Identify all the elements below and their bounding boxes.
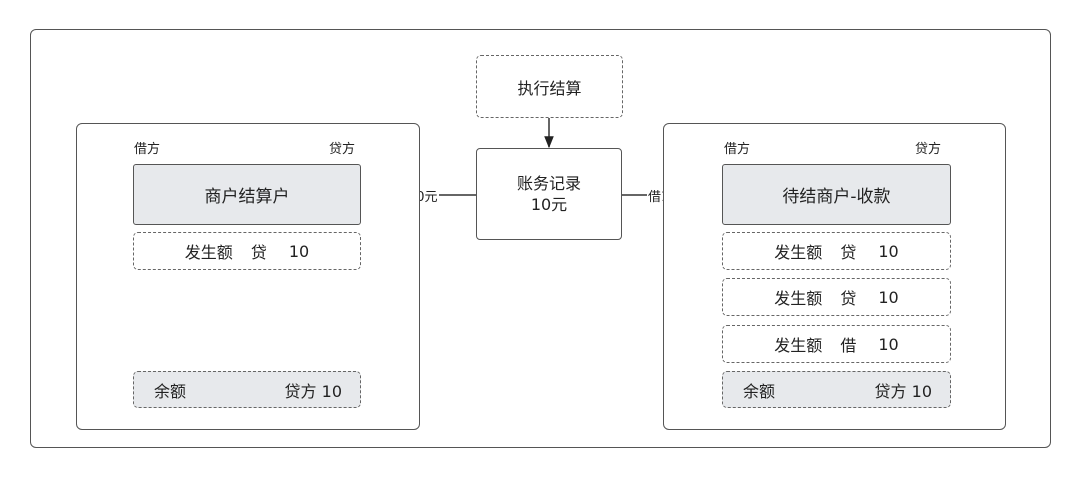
balance-value: 贷方 10 <box>284 381 342 401</box>
left-credit-label: 贷方 <box>329 142 356 157</box>
right-entry-row: 发生额 贷 10 <box>722 232 951 270</box>
balance-label: 余额 <box>154 381 187 401</box>
accounting-record-node: 账务记录 10元 <box>476 148 622 240</box>
entry-amount: 10 <box>878 287 899 307</box>
right-entry-row: 发生额 贷 10 <box>722 278 951 316</box>
entry-label: 发生额 <box>774 243 823 262</box>
right-entry-row: 发生额 借 10 <box>722 325 951 363</box>
diagram-frame <box>30 29 1051 448</box>
record-title: 账务记录 <box>516 174 581 193</box>
entry-label: 发生额 <box>774 336 823 355</box>
entry-label: 发生额 <box>774 289 823 308</box>
right-account-name: 待结商户-收款 <box>782 187 891 207</box>
entry-side: 借 <box>840 336 857 355</box>
entry-side: 贷 <box>840 289 857 308</box>
balance-label: 余额 <box>743 381 776 401</box>
entry-amount: 10 <box>878 334 899 354</box>
entry-label: 发生额 <box>184 243 233 262</box>
entry-side: 贷 <box>840 243 857 262</box>
execute-settlement-node: 执行结算 <box>476 55 623 118</box>
left-balance-row: 余额 贷方 10 <box>133 371 361 408</box>
right-account-title: 待结商户-收款 <box>722 164 951 225</box>
right-debit-label: 借方 <box>724 142 751 157</box>
left-entry-row: 发生额 贷 10 <box>133 232 361 270</box>
execute-settlement-label: 执行结算 <box>517 78 582 98</box>
entry-amount: 10 <box>878 241 899 261</box>
record-amount: 10元 <box>530 195 568 214</box>
left-account-name: 商户结算户 <box>204 187 290 207</box>
left-debit-label: 借方 <box>134 142 161 157</box>
left-account-title: 商户结算户 <box>133 164 361 225</box>
right-balance-row: 余额 贷方 10 <box>722 371 951 408</box>
entry-amount: 10 <box>288 241 310 261</box>
balance-value: 贷方 10 <box>874 381 932 401</box>
right-credit-label: 贷方 <box>915 142 942 157</box>
entry-side: 贷 <box>250 243 267 262</box>
